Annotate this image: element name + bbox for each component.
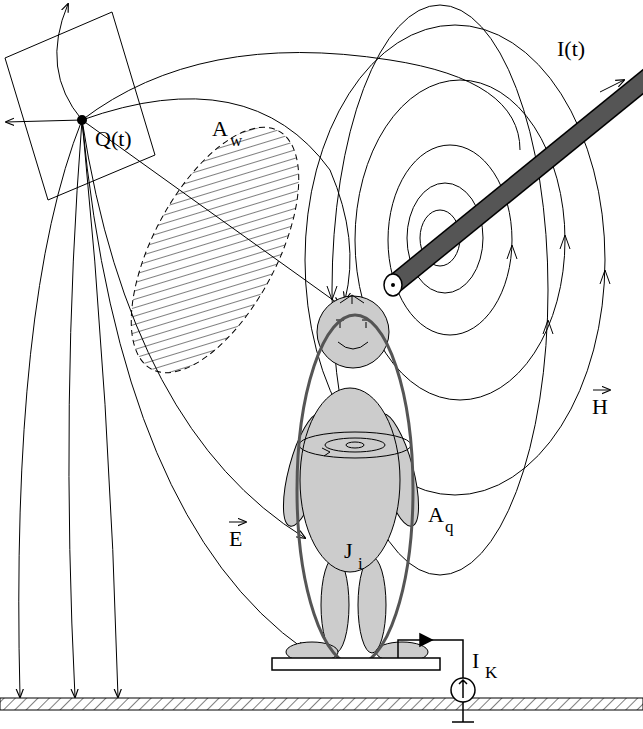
platform [272,658,440,670]
field-label: H [592,396,608,418]
electric-field-lines [6,4,520,697]
face-and-eddy-current [299,295,411,458]
current-arrow [600,80,624,92]
ground [0,698,643,710]
charge-label: Q(t) [95,128,132,150]
wire-end-dot [391,283,395,287]
body-area-outline [297,315,413,665]
field-label: E [229,528,242,550]
area-label: A [428,504,444,526]
current-label: I [472,650,479,672]
current-label: I(t) [557,38,585,60]
vector-arrow [229,522,246,523]
vector-arrow [593,390,610,391]
charge-plane [5,12,155,200]
current-density-label: J [344,540,353,562]
ammeter-circuit [398,634,475,722]
current-wire [393,72,643,285]
area-label: A [212,118,228,140]
wire-end [384,274,402,296]
point-charge [77,115,87,125]
current-density-subscript: i [358,555,363,572]
current-subscript: K [485,664,497,681]
hatched-area [97,102,333,399]
wire-outline [393,72,643,285]
area-subscript: w [230,132,242,149]
area-subscript: q [445,518,454,535]
